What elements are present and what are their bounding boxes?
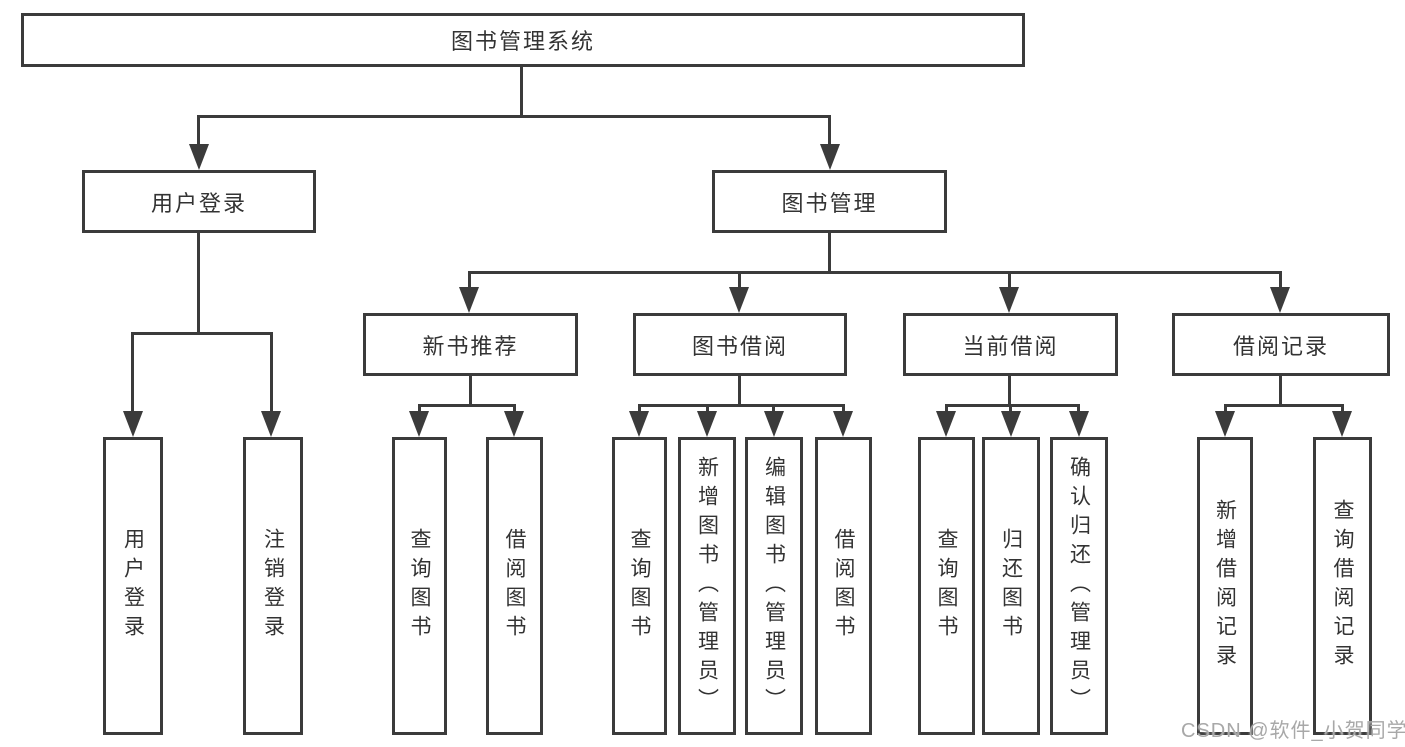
- leaf-user-login: 用户登录: [103, 437, 163, 735]
- leaf-return-books: 归还图书: [982, 437, 1040, 735]
- node-label: 图书管理: [781, 190, 878, 216]
- arrow-down-icon: [999, 287, 1019, 313]
- leaf-label: 用户登录: [121, 528, 145, 644]
- arrow-down-icon: [697, 411, 717, 437]
- arrow-down-icon: [1001, 411, 1021, 437]
- connector-line: [1224, 404, 1227, 414]
- arrow-down-icon: [629, 411, 649, 437]
- arrow-down-icon: [504, 411, 524, 437]
- node-label: 借阅记录: [1232, 333, 1329, 359]
- leaf-borrow-books-recommend: 借阅图书: [486, 437, 543, 735]
- arrow-down-icon: [833, 411, 853, 437]
- connector-line: [520, 67, 523, 118]
- connector-line: [842, 404, 845, 414]
- node-borrowing-records: 借阅记录: [1172, 313, 1390, 376]
- node-label: 用户登录: [150, 190, 247, 216]
- connector-line: [1279, 271, 1282, 290]
- node-book-borrowing: 图书借阅: [633, 313, 847, 376]
- node-current-borrowing: 当前借阅: [903, 313, 1118, 376]
- arrow-down-icon: [459, 287, 479, 313]
- arrow-down-icon: [764, 411, 784, 437]
- leaf-label: 归还图书: [999, 528, 1023, 644]
- node-user-login: 用户登录: [82, 170, 316, 233]
- leaf-label: 查询借阅记录: [1331, 499, 1355, 673]
- leaf-label: 注销登录: [261, 528, 285, 644]
- connector-line: [1008, 376, 1011, 407]
- leaf-label: 查询图书: [408, 528, 432, 644]
- connector-line: [1279, 376, 1282, 407]
- leaf-label: 新增借阅记录: [1213, 499, 1237, 673]
- connector-line: [772, 404, 775, 414]
- leaf-label: 编辑图书（管理员）: [762, 455, 786, 717]
- connector-line: [1341, 404, 1344, 414]
- node-label: 图书借阅: [691, 333, 788, 359]
- leaf-label: 确认归还（管理员）: [1067, 455, 1091, 717]
- connector-line: [1077, 404, 1080, 414]
- connector-line: [468, 271, 471, 290]
- node-label: 当前借阅: [962, 333, 1059, 359]
- node-label: 图书管理系统: [450, 29, 595, 54]
- arrow-down-icon: [729, 287, 749, 313]
- leaf-logout: 注销登录: [243, 437, 303, 735]
- connector-line: [197, 115, 200, 147]
- leaf-confirm-return-admin: 确认归还（管理员）: [1050, 437, 1108, 735]
- connector-line: [945, 404, 1080, 407]
- connector-line: [469, 376, 472, 407]
- arrow-down-icon: [189, 144, 209, 170]
- leaf-label: 查询图书: [628, 528, 652, 644]
- node-label: 新书推荐: [422, 333, 519, 359]
- leaf-label: 借阅图书: [832, 528, 856, 644]
- connector-line: [828, 233, 831, 273]
- connector-line: [738, 376, 741, 407]
- connector-line: [738, 271, 741, 290]
- connector-line: [945, 404, 948, 414]
- leaf-add-borrow-record: 新增借阅记录: [1197, 437, 1253, 735]
- connector-line: [197, 115, 831, 118]
- arrow-down-icon: [123, 411, 143, 437]
- connector-line: [418, 404, 516, 407]
- arrow-down-icon: [1270, 287, 1290, 313]
- node-new-book-recommendation: 新书推荐: [363, 313, 578, 376]
- connector-line: [706, 404, 709, 414]
- connector-line: [1224, 404, 1344, 407]
- arrow-down-icon: [936, 411, 956, 437]
- arrow-down-icon: [261, 411, 281, 437]
- leaf-add-book-admin: 新增图书（管理员）: [678, 437, 736, 735]
- leaf-query-books-borrow: 查询图书: [612, 437, 667, 735]
- connector-line: [270, 332, 273, 414]
- leaf-query-borrow-record: 查询借阅记录: [1313, 437, 1372, 735]
- leaf-label: 查询图书: [935, 528, 959, 644]
- arrow-down-icon: [1332, 411, 1352, 437]
- arrow-down-icon: [1215, 411, 1235, 437]
- leaf-borrow-books: 借阅图书: [815, 437, 872, 735]
- connector-line: [513, 404, 516, 414]
- connector-line: [418, 404, 421, 414]
- connector-line: [197, 233, 200, 334]
- connector-line: [1009, 404, 1012, 414]
- leaf-query-books-recommend: 查询图书: [392, 437, 447, 735]
- connector-line: [638, 404, 844, 407]
- leaf-label: 新增图书（管理员）: [695, 455, 719, 717]
- watermark: CSDN @软件_小贺同学: [1181, 720, 1405, 742]
- leaf-query-books-current: 查询图书: [918, 437, 975, 735]
- arrow-down-icon: [1069, 411, 1089, 437]
- node-book-management: 图书管理: [712, 170, 947, 233]
- node-library-management-system: 图书管理系统: [21, 13, 1025, 67]
- leaf-edit-book-admin: 编辑图书（管理员）: [745, 437, 803, 735]
- connector-line: [131, 332, 134, 414]
- connector-line: [828, 115, 831, 147]
- connector-line: [1008, 271, 1011, 290]
- arrow-down-icon: [820, 144, 840, 170]
- connector-line: [468, 271, 1282, 274]
- connector-line: [131, 332, 273, 335]
- leaf-label: 借阅图书: [503, 528, 527, 644]
- connector-line: [638, 404, 641, 414]
- arrow-down-icon: [409, 411, 429, 437]
